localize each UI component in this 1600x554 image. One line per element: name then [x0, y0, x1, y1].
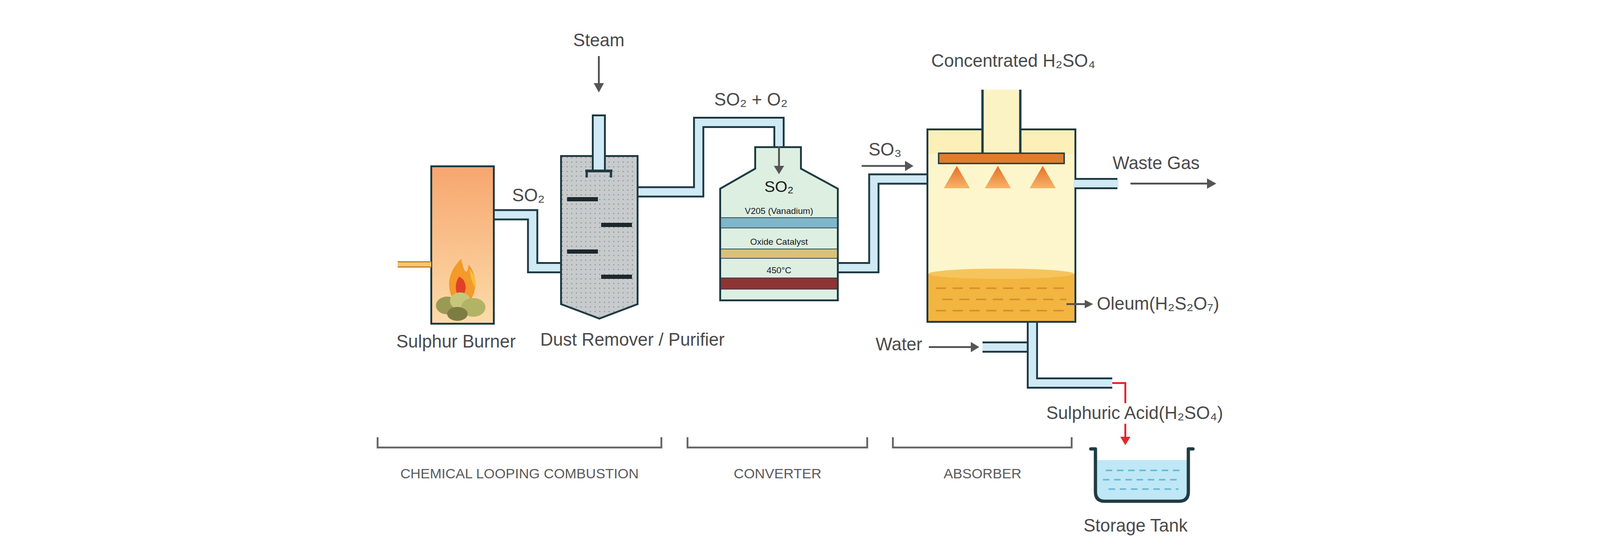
- flow-line: [778, 146, 780, 167]
- input-label: Steam: [573, 30, 625, 51]
- water-pipe: [982, 346, 1031, 348]
- stream-label: SO₃: [868, 139, 902, 161]
- converter-text: SO₂: [764, 177, 794, 196]
- absorber: Concentrated H₂SO₄: [926, 128, 1077, 323]
- feed-label: Concentrated H₂SO₄: [931, 50, 1095, 72]
- converter-text: V205 (Vanadium): [744, 205, 814, 217]
- converter-text: 450°C: [766, 265, 792, 276]
- output-label: Oleum(H₂S₂O₇): [1096, 293, 1220, 315]
- burner-shape: [430, 165, 495, 325]
- section-label: ABSORBER: [943, 465, 1022, 482]
- node-caption: Dust Remover / Purifier: [540, 329, 725, 351]
- waste-gas-pipe: [1073, 183, 1119, 184]
- section-label: CONVERTER: [733, 465, 822, 482]
- water-arrow: [928, 341, 980, 352]
- output-label: Waste Gas: [1112, 153, 1200, 174]
- storage-tank: Storage Tank: [1089, 445, 1194, 506]
- pipe-connector: [838, 160, 927, 268]
- pipe-outline: [838, 178, 927, 268]
- pipe-fill: [494, 214, 561, 268]
- pipe-outline: [494, 214, 561, 268]
- pipe-fill: [838, 178, 927, 268]
- sulphur-burner: Sulphur Burner: [430, 165, 495, 325]
- waste-gas-arrow: [1130, 178, 1217, 189]
- tank-shape: [1089, 445, 1194, 506]
- arrow-head: [905, 160, 914, 171]
- pipe-fill: [1032, 322, 1113, 383]
- absorber-shape: [926, 128, 1077, 323]
- stream-label: SO₂ + O₂: [714, 89, 788, 111]
- section-brackets: [377, 436, 1072, 448]
- converter-text: Oxide Catalyst: [750, 236, 808, 247]
- steam-arrow: [593, 56, 604, 93]
- purifier-shape: [560, 154, 639, 320]
- node-caption: Sulphur Burner: [396, 331, 516, 352]
- arrow-head: [1120, 436, 1131, 445]
- pipe-connector: [1032, 322, 1131, 445]
- dust-remover: Dust Remover / Purifier: [560, 154, 639, 320]
- node-caption: Storage Tank: [1083, 515, 1188, 536]
- pipe-connector: [494, 214, 561, 268]
- input-label: Water: [875, 334, 923, 355]
- product-label: Sulphuric Acid(H₂SO₄): [1043, 402, 1227, 424]
- acid-feed-pipe: [982, 89, 1021, 154]
- section-label: CHEMICAL LOOPING COMBUSTION: [400, 465, 639, 482]
- stream-label: SO₂: [512, 185, 545, 206]
- pipe-outline: [1032, 322, 1113, 383]
- flow-line: [861, 164, 906, 167]
- fuel-pipe: [397, 264, 432, 265]
